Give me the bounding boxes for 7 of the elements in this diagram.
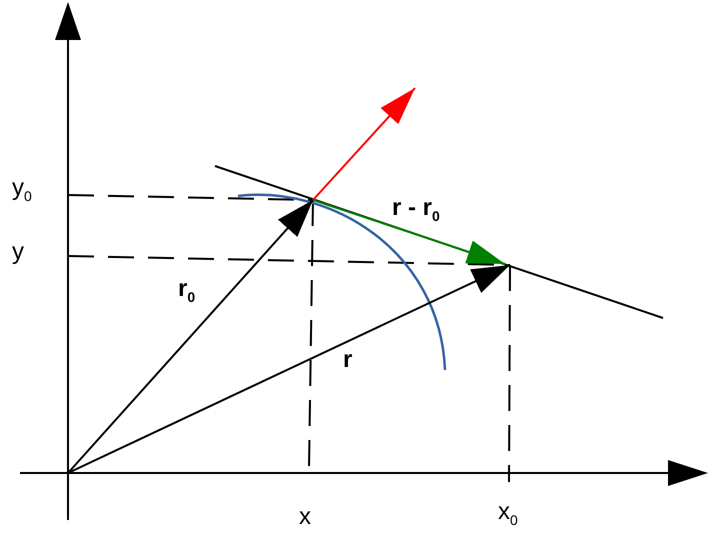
vector-label: r	[343, 348, 352, 372]
axis-label: y	[12, 240, 24, 264]
axis-label: x	[299, 505, 311, 529]
axis-label: x$_{0}$	[498, 500, 518, 527]
vector-label: r$_{0}$	[178, 277, 196, 304]
axis-label: y$_{0}$	[12, 176, 32, 203]
vector-label: r - r$_{0}$	[392, 196, 440, 223]
